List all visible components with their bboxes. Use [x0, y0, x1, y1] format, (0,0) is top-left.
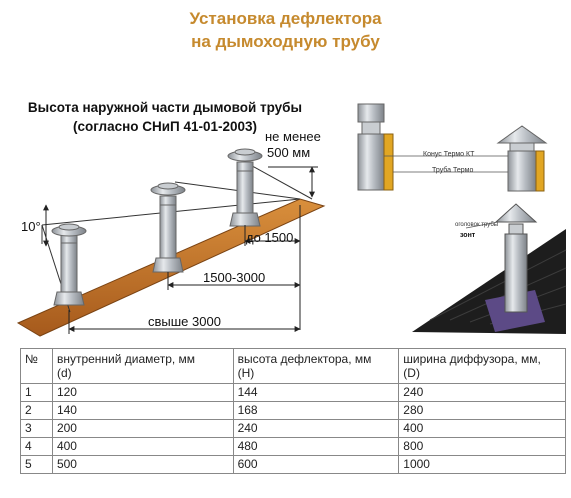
table-cell: 480	[232, 437, 400, 456]
table-cell: 800	[398, 437, 566, 456]
roof-umbrella-figure	[412, 203, 567, 334]
label-over-3000: свыше 3000	[148, 314, 221, 329]
header-deflector-height: высота дефлектора, мм (H)	[232, 348, 400, 384]
header-diffuser-width: ширина диффузора, мм, (D)	[398, 348, 566, 384]
chimney-2	[150, 182, 186, 273]
table-cell: 4	[20, 437, 53, 456]
table-cell: 168	[232, 401, 400, 420]
table-row: 3 200 240 400	[20, 419, 566, 438]
table-cell: 144	[232, 383, 400, 402]
table-cell: 1	[20, 383, 53, 402]
umbrella-top-label: оголовок трубы	[455, 222, 499, 228]
chimney-3	[227, 148, 263, 227]
table-cell: 400	[51, 437, 234, 456]
table-header-row: № внутренний диаметр, мм (d) высота дефл…	[20, 348, 566, 384]
pipe-label: Труба Термо	[432, 167, 474, 174]
table-row: 2 140 168 280	[20, 401, 566, 420]
header-inner-diameter: внутренний диаметр, мм (d)	[51, 348, 234, 384]
table-cell: 280	[398, 401, 566, 420]
header-number: №	[20, 348, 53, 384]
table-cell: 500	[51, 455, 234, 474]
table-cell: 3	[20, 419, 53, 438]
diagram-title-line-2: (согласно СНиП 41-01-2003)	[72, 119, 258, 134]
table-cell: 5	[20, 455, 53, 474]
table-row: 1 120 144 240	[20, 383, 566, 402]
min-label-value: 500 мм	[267, 145, 311, 160]
umbrella-label: зонт	[460, 232, 476, 239]
label-up-to-1500: до 1500	[246, 230, 294, 245]
label-1500-3000: 1500-3000	[203, 270, 266, 285]
diagram-title-line-1: Высота наружной части дымовой трубы	[27, 100, 303, 115]
deflector-size-table: № внутренний диаметр, мм (d) высота дефл…	[20, 348, 566, 474]
table-row: 5 500 600 1000	[20, 455, 566, 474]
dimension-lines	[43, 166, 318, 334]
page-title-line-2: на дымоходную трубу	[191, 32, 380, 51]
table-cell: 2	[20, 401, 53, 420]
table-cell: 1000	[398, 455, 566, 474]
cone-label: Конус Термо КТ	[423, 151, 475, 158]
table-cell: 200	[51, 419, 234, 438]
table-cell: 600	[232, 455, 400, 474]
table-cell: 140	[51, 401, 234, 420]
pipe-connection-figure	[357, 103, 548, 192]
page-title-line-1: Установка дефлектора	[189, 9, 382, 28]
table-cell: 400	[398, 419, 566, 438]
table-cell: 240	[232, 419, 400, 438]
table-cell: 120	[51, 383, 234, 402]
angle-label: 10°	[21, 219, 41, 234]
chimney-1	[51, 223, 87, 306]
min-label-top: не менее	[265, 129, 321, 144]
table-cell: 240	[398, 383, 566, 402]
table-row: 4 400 480 800	[20, 437, 566, 456]
